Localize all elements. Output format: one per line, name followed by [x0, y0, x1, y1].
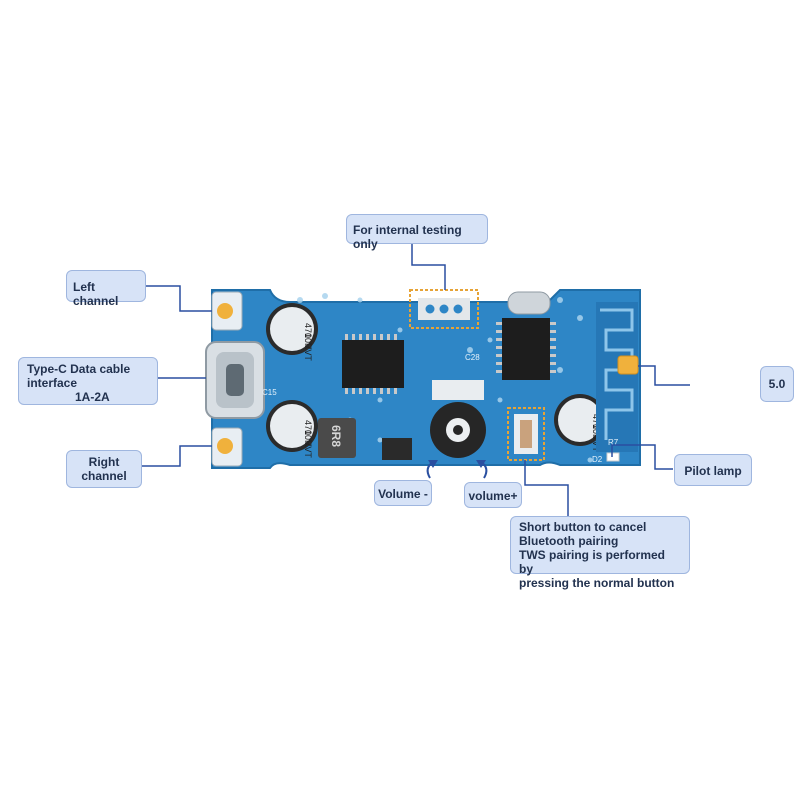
label-volume-minus-text: Volume - [378, 487, 428, 501]
label-type-c-line1: Type-C Data cable [27, 362, 131, 376]
silk-c28: C28 [465, 353, 480, 362]
capacitor-top-left: 470 10V RVT [266, 303, 318, 361]
label-internal-testing-text: For internal testing only [353, 223, 462, 251]
amplifier-chip [342, 334, 404, 394]
label-bluetooth-version-text: 5.0 [768, 377, 786, 391]
silk-d2: D2 [592, 455, 603, 464]
label-pairing-button: Short button to cancel Bluetooth pairing… [510, 516, 690, 590]
svg-text:10V: 10V [303, 430, 313, 446]
label-right-channel-line2: channel [81, 469, 127, 483]
label-pilot-lamp-text: Pilot lamp [684, 464, 742, 478]
leader-lines [140, 242, 690, 518]
volume-knob [430, 380, 486, 458]
bluetooth-antenna [596, 302, 638, 452]
arrow-head-left [428, 460, 438, 468]
label-internal-testing: For internal testing only [346, 214, 488, 251]
svg-text:6R8: 6R8 [329, 425, 343, 447]
label-type-c-line2: interface [27, 376, 78, 390]
svg-text:470: 470 [303, 323, 313, 338]
label-pairing-button-line4: pressing the normal button [519, 576, 675, 590]
bluetooth-chip [496, 318, 556, 380]
silk-r7: R7 [608, 438, 619, 447]
antenna-pad [617, 355, 639, 375]
pilot-led [606, 452, 620, 462]
svg-text:10V: 10V [303, 333, 313, 349]
label-left-channel-text: Left channel [73, 280, 119, 308]
label-type-c: Type-C Data cable interface 1A-2A [18, 357, 158, 405]
svg-text:470: 470 [303, 420, 313, 435]
label-type-c-line3: 1A-2A [75, 390, 110, 404]
capacitor-bottom-left: 470 10V RVT [266, 400, 318, 458]
label-left-channel: Left channel [66, 270, 146, 308]
label-right-channel: Right channel [66, 450, 142, 488]
inductor: 6R8 [318, 418, 356, 458]
label-volume-plus-text: volume+ [468, 489, 518, 503]
label-bluetooth-version: 5.0 [760, 366, 794, 402]
arrow-head-right [476, 460, 486, 468]
svg-text:RVT: RVT [303, 343, 313, 361]
label-volume-plus: volume+ [464, 482, 522, 508]
label-pairing-button-line3: TWS pairing is performed by [519, 548, 666, 576]
label-pairing-button-line1: Short button to cancel [519, 520, 647, 534]
label-volume-minus: Volume - [374, 480, 432, 506]
obscured-area [655, 350, 760, 400]
silk-c15: C15 [262, 388, 277, 397]
label-pilot-lamp: Pilot lamp [674, 454, 752, 486]
test-header [409, 289, 479, 329]
pairing-button [507, 407, 545, 461]
diode [382, 438, 412, 460]
svg-text:RVT: RVT [303, 440, 313, 458]
label-pairing-button-line2: Bluetooth pairing [519, 534, 619, 548]
label-right-channel-line1: Right [88, 455, 120, 469]
crystal-oscillator [507, 291, 551, 315]
